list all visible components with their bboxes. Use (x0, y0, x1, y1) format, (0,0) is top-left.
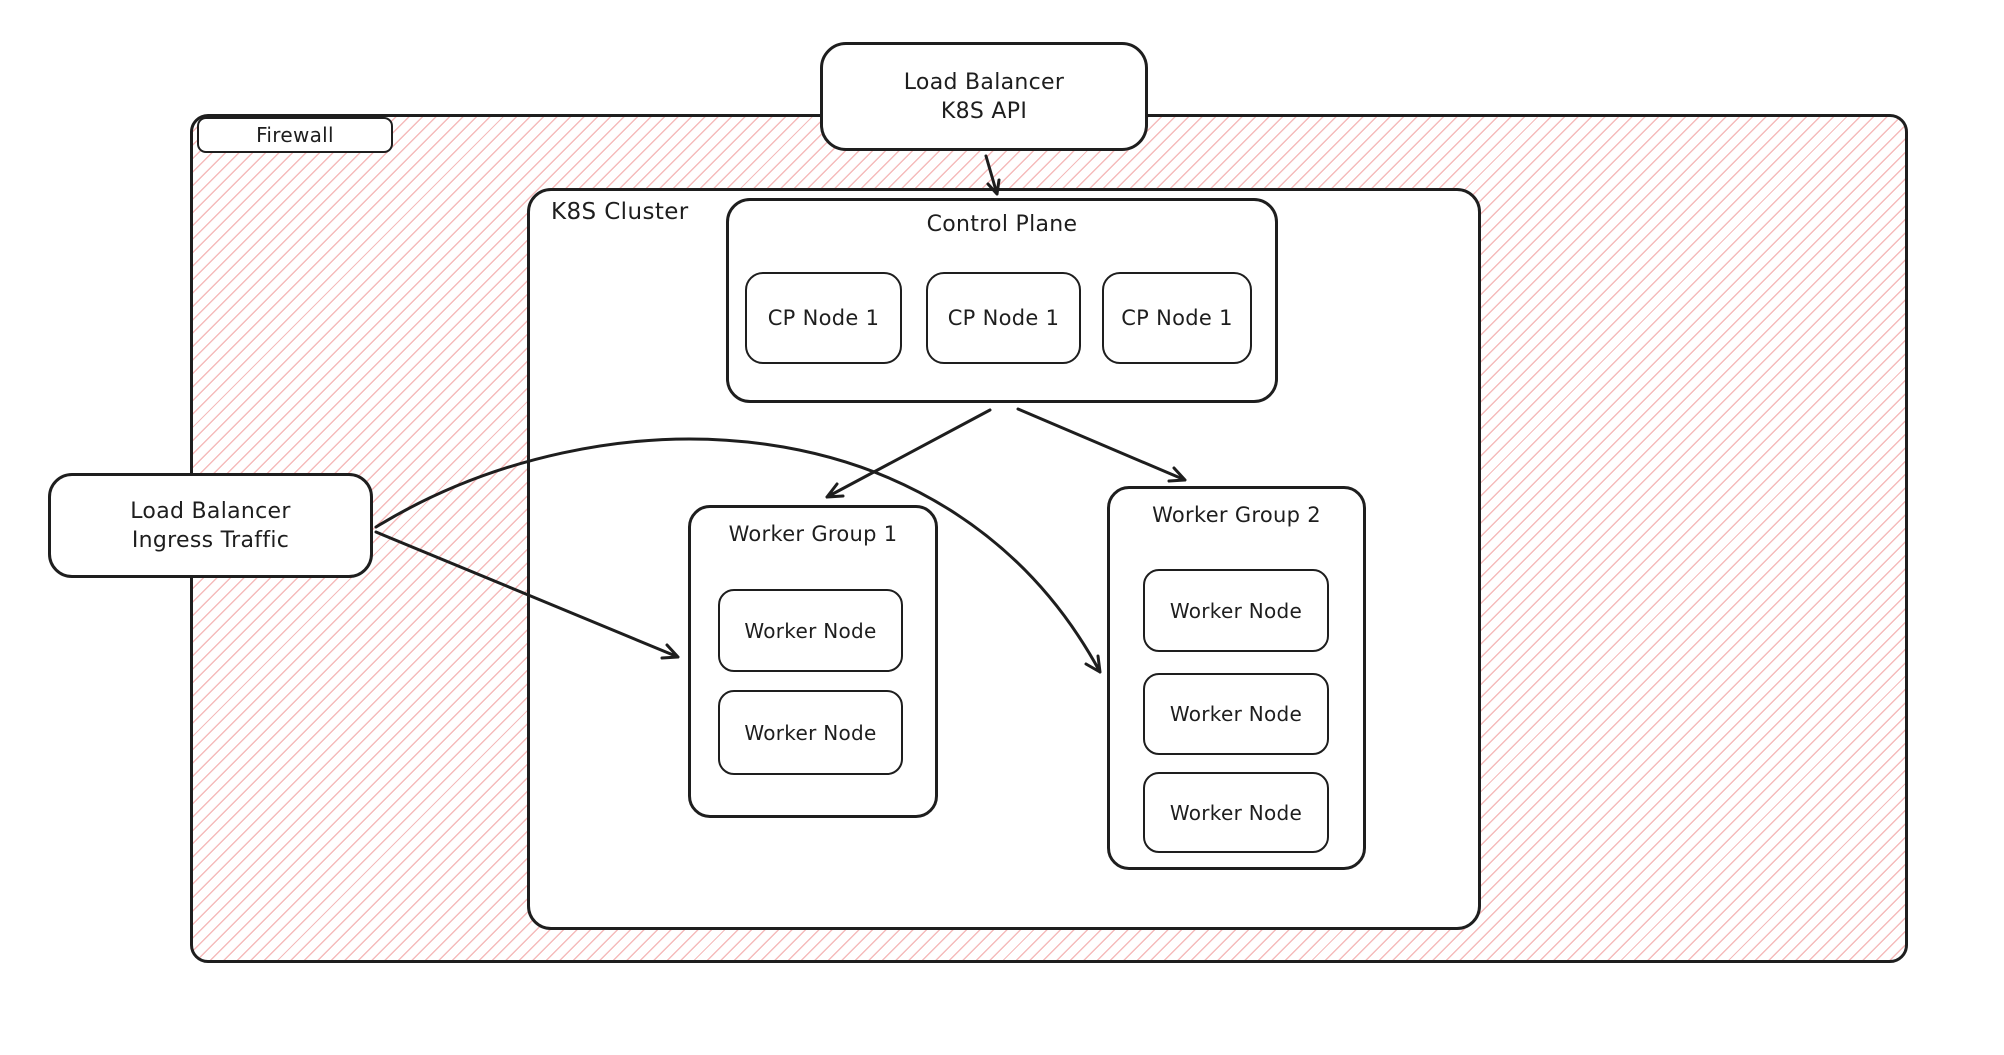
worker-group-2-label: Worker Group 2 (1152, 503, 1321, 527)
worker-node-label: Worker Node (1169, 598, 1303, 623)
worker-node-label: Worker Node (1169, 702, 1303, 726)
cp-node: CP Node 1 (1102, 272, 1252, 364)
firewall-label: Firewall (256, 123, 334, 147)
cp-node-label: CP Node 1 (947, 306, 1060, 330)
lb-ingress-box: Load Balancer Ingress Traffic (48, 473, 373, 578)
k8s-cluster-label: K8S Cluster (551, 199, 689, 225)
worker-node: Worker Node (1143, 772, 1329, 853)
lb-ingress-label-line1: Load Balancer (130, 498, 291, 524)
firewall-label-box: Firewall (197, 117, 393, 153)
worker-node: Worker Node (718, 589, 903, 672)
worker-group-1-label: Worker Group 1 (728, 522, 898, 546)
worker-node-label: Worker Node (1169, 800, 1303, 825)
cp-node-label: CP Node 1 (1121, 306, 1233, 330)
lb-api-box: Load Balancer K8S API (820, 42, 1148, 151)
worker-node: Worker Node (718, 690, 903, 775)
worker-node-label: Worker Node (744, 720, 877, 745)
worker-node-label: Worker Node (744, 618, 877, 643)
lb-api-label-line1: Load Balancer (903, 69, 1065, 95)
control-plane-label: Control Plane (926, 212, 1078, 237)
cp-node-label: CP Node 1 (767, 306, 880, 330)
worker-node: Worker Node (1143, 569, 1329, 652)
lb-api-label-line2: K8S API (940, 98, 1028, 124)
cp-node: CP Node 1 (926, 272, 1081, 364)
cp-node: CP Node 1 (745, 272, 902, 364)
worker-node: Worker Node (1143, 673, 1329, 755)
lb-ingress-label-line2: Ingress Traffic (131, 527, 290, 553)
